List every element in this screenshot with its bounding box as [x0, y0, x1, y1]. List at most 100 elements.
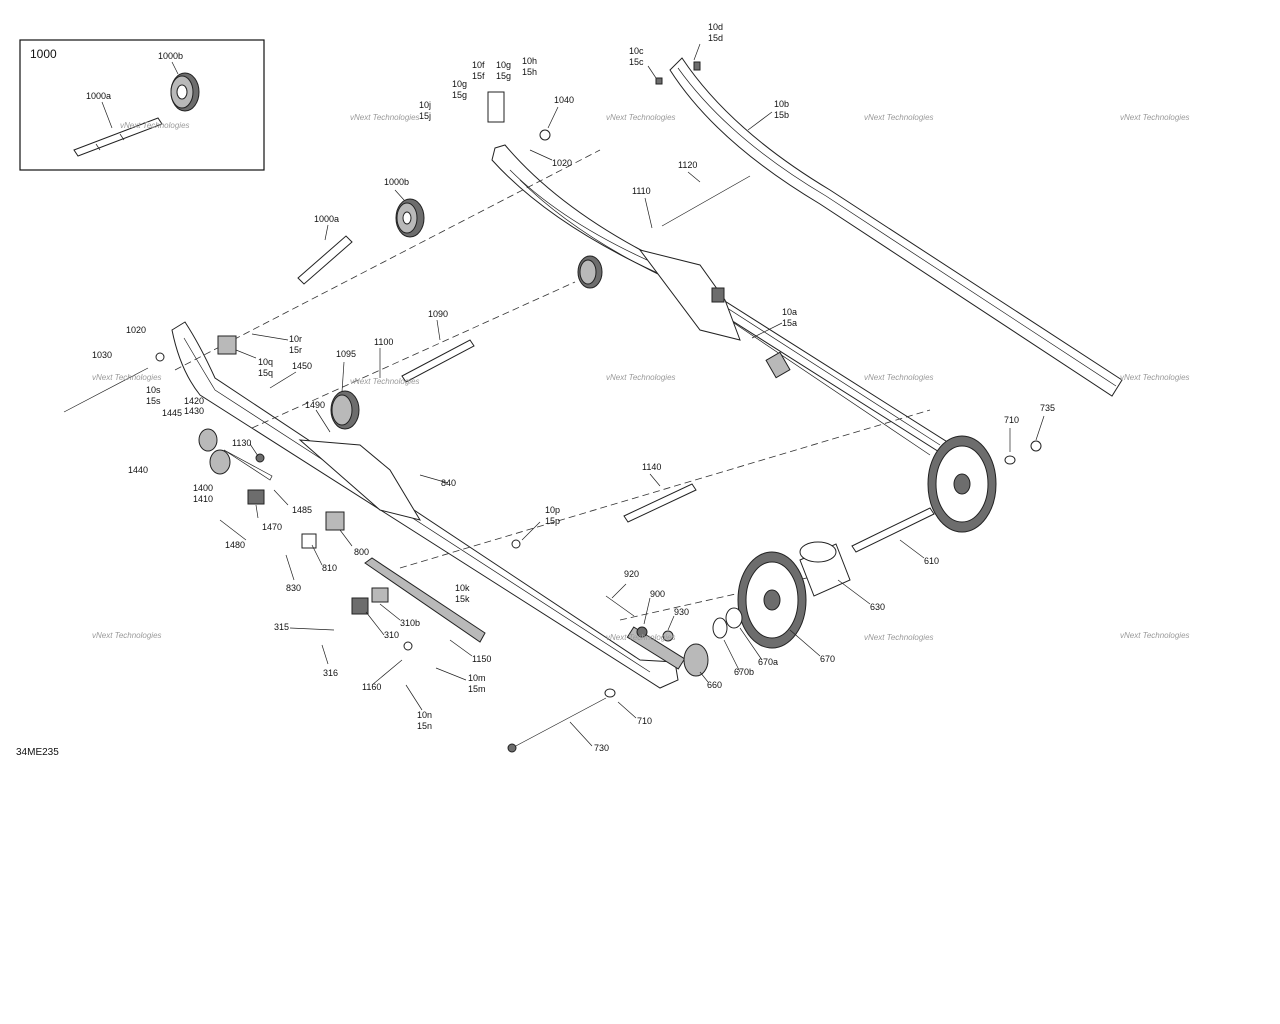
watermark: vNext Technologies — [350, 377, 420, 386]
shaft-1140 — [623, 483, 697, 523]
wheel-1095 — [330, 390, 360, 430]
callout-label: 15r — [289, 345, 302, 355]
callout-label: 1040 — [554, 95, 574, 105]
cam-800 — [325, 511, 345, 531]
callout-label: 1130 — [232, 438, 251, 448]
callout-label: 670 — [820, 654, 835, 664]
shaft-1090 — [401, 339, 475, 383]
callout-label: 1000b — [384, 177, 409, 187]
callout-label: 1400 — [193, 483, 213, 493]
spacer-630 — [799, 541, 851, 597]
leader-lines — [219, 43, 1045, 747]
callout-label: 730 — [594, 743, 609, 753]
callout-label: 10m — [468, 673, 486, 683]
callout-label: 1030 — [92, 350, 112, 360]
callout-label: 1000a — [86, 91, 111, 101]
callout-label: 1020 — [552, 158, 572, 168]
callout-label: 810 — [322, 563, 337, 573]
callout-label: 660 — [707, 680, 722, 690]
block-310 — [351, 597, 369, 615]
callout-label: 1485 — [292, 505, 312, 515]
nut-1020 — [155, 352, 165, 362]
callout-label: 10r — [289, 334, 302, 344]
callout-label: 15j — [419, 111, 431, 121]
callout-label: 15m — [468, 684, 486, 694]
watermarks: vNext Technologies vNext Technologies vN… — [92, 113, 1190, 642]
left-rail — [171, 321, 686, 689]
hub-660 — [683, 643, 709, 677]
callout-label: 10n — [417, 710, 432, 720]
nut-735 — [1030, 440, 1042, 452]
callout-label: 310 — [384, 630, 399, 640]
reference-code: 34ME235 — [16, 747, 59, 758]
callout-label: 1120 — [678, 160, 697, 170]
watermark: vNext Technologies — [864, 373, 934, 382]
callout-label: 1445 — [162, 408, 182, 418]
inset-title: 1000 — [30, 47, 57, 61]
part-900 — [636, 626, 648, 638]
callout-label: 15g — [452, 90, 467, 100]
callout-label: 15n — [417, 721, 432, 731]
callout-label: 15p — [545, 516, 560, 526]
bolt-1120 — [661, 175, 751, 227]
callout-label: 15k — [455, 594, 470, 604]
callout-label: 10h — [522, 56, 537, 66]
nut-10p — [511, 539, 521, 549]
callout-label: 15g — [496, 71, 511, 81]
bolt-730 — [511, 697, 607, 749]
callout-label: 735 — [1040, 403, 1055, 413]
block-310b — [371, 587, 389, 603]
springs-1400 — [198, 428, 231, 475]
callout-label: 1100 — [374, 337, 393, 347]
nut-1160 — [403, 641, 413, 651]
watermark: vNext Technologies — [864, 633, 934, 642]
callout-label: 15c — [629, 57, 644, 67]
slide-10b — [669, 57, 1123, 397]
bolt-920 — [605, 595, 635, 617]
callout-label: 1020 — [126, 325, 146, 335]
axle-610 — [851, 507, 935, 553]
callout-label: 610 — [924, 556, 939, 566]
bearing-670a — [725, 607, 743, 629]
wheel-670-top — [927, 435, 997, 533]
callout-label: 1410 — [193, 494, 213, 504]
block-10q — [217, 335, 237, 355]
callout-label: 1480 — [225, 540, 245, 550]
callout-label: 10c — [629, 46, 644, 56]
callout-label: 316 — [323, 668, 338, 678]
callout-label: 670b — [734, 667, 754, 677]
nut-730 — [507, 743, 517, 753]
watermark: vNext Technologies — [120, 121, 190, 130]
callout-label: 1000b — [158, 51, 183, 61]
watermark: vNext Technologies — [92, 373, 162, 382]
callout-label: 920 — [624, 569, 639, 579]
inset-axle — [73, 117, 163, 157]
callout-label: 10p — [545, 505, 560, 515]
bracket-1470 — [247, 489, 265, 505]
callout-label: 10d — [708, 22, 723, 32]
callout-label: 930 — [674, 607, 689, 617]
right-rail — [491, 144, 961, 463]
nut-1040 — [539, 129, 551, 141]
callout-label: 670a — [758, 657, 778, 667]
callout-label: 10s — [146, 385, 161, 395]
wheel-top-right — [577, 255, 603, 289]
callout-label: 310b — [400, 618, 420, 628]
callout-label: 10a — [782, 307, 797, 317]
callout-label: 830 — [286, 583, 301, 593]
callout-label: 15q — [258, 368, 273, 378]
callout-label: 1450 — [292, 361, 312, 371]
washer-710-bot — [604, 688, 616, 698]
watermark: vNext Technologies — [606, 633, 676, 642]
callout-label: 15s — [146, 396, 161, 406]
callout-label: 10k — [455, 583, 470, 593]
callout-label: 1150 — [472, 654, 491, 664]
inset-1000: 1000 — [19, 39, 265, 171]
watermark: vNext Technologies — [606, 373, 676, 382]
screw-10c — [655, 77, 663, 85]
callout-label: 10g — [496, 60, 511, 70]
callout-label: 900 — [650, 589, 665, 599]
shafts — [63, 175, 935, 749]
bolt-1030 — [63, 367, 149, 413]
